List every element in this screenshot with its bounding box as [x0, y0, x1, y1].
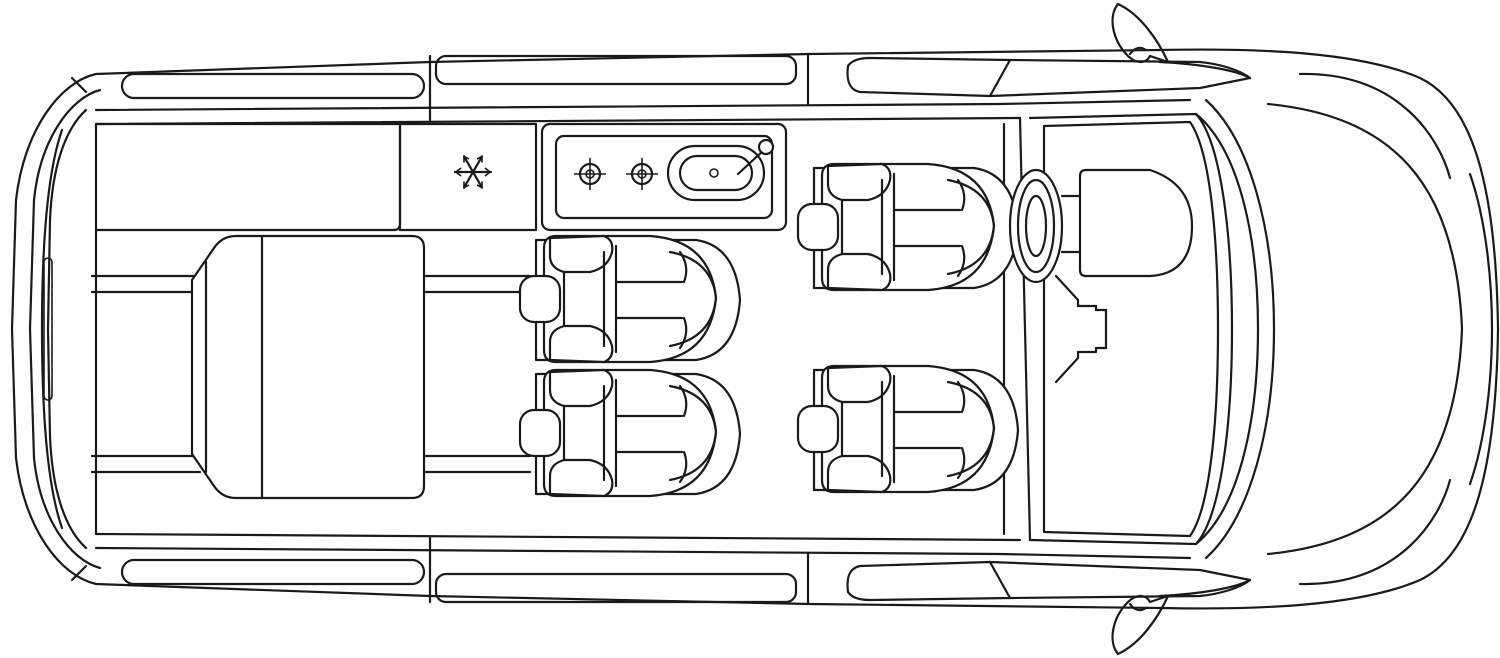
second-row-seat-right — [518, 368, 742, 498]
second-row-seat-left — [518, 234, 742, 364]
sink-icon — [666, 138, 775, 202]
burner-icon — [626, 158, 658, 190]
rear-bed — [190, 234, 426, 500]
roof-rail-bottom — [94, 532, 1252, 606]
fridge-cabinet — [94, 122, 538, 232]
snowflake-icon — [453, 155, 493, 189]
roof-rail-top — [94, 52, 1252, 126]
front-seat-driver-side — [796, 162, 1020, 292]
dashboard — [1028, 72, 1494, 586]
steering-wheel — [1008, 168, 1064, 284]
side-mirror-bottom — [1111, 594, 1170, 656]
burner-icon — [574, 158, 606, 190]
side-mirror-top — [1111, 2, 1170, 64]
front-seat-passenger-side — [796, 364, 1020, 494]
van-body — [10, 48, 1500, 610]
front-bumper — [1158, 60, 1252, 598]
kitchen-counter — [540, 122, 788, 232]
